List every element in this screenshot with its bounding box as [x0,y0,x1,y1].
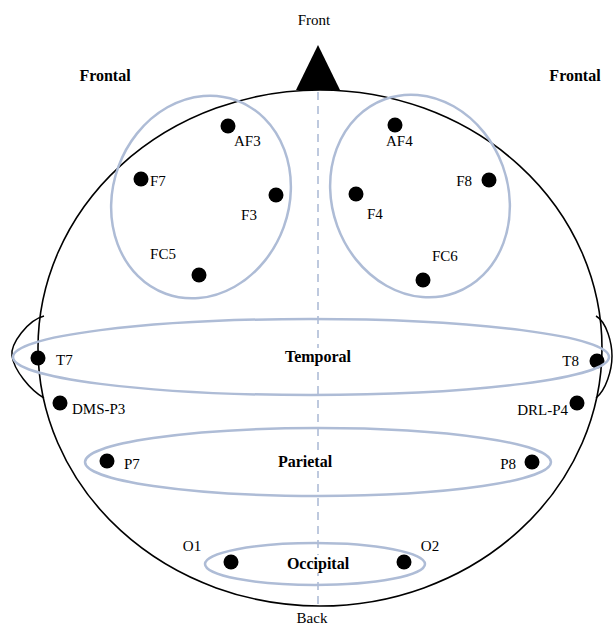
electrode-label: T8 [562,353,579,370]
region-name: Temporal [283,348,353,366]
region-name: Occipital [285,555,351,573]
electrode-dot [53,396,68,411]
electrode-label: O1 [183,538,201,555]
electrode-dot [31,351,46,366]
electrode-label: AF4 [386,133,413,150]
electrode-label: FC6 [432,248,458,265]
electrode-dot [100,454,115,469]
region-name: Frontal [547,67,602,85]
head-outline [38,90,602,606]
region-ellipse [85,428,551,496]
region-outline [113,94,289,300]
electrode-dot [482,173,497,188]
brain-region: T7 Temporal T8 [13,319,609,395]
electrode-dot [134,172,149,187]
electrode-label: AF3 [234,133,261,150]
electrode-dot [388,118,403,133]
region-ellipse [13,319,609,395]
electrode-label: F4 [367,206,383,223]
region-name: Parietal [276,453,334,471]
electrode-dot [224,555,239,570]
electrode-dot [397,555,412,570]
electrode-dot [525,455,540,470]
region-name: Frontal [77,67,132,85]
electrode-label: P8 [500,456,516,473]
direction-label: Back [297,610,328,627]
region-ellipse [302,69,538,323]
electrode-label: F8 [456,173,472,190]
brain-region: FrontalAF4F8F4FC6 [332,93,508,299]
brain-region: FrontalAF3F7F3FC5 [113,94,289,300]
electrode-dot [192,268,207,283]
brain-region: P7 Parietal P8 [85,428,551,496]
nose-triangle [296,45,340,90]
region-outline [332,93,508,299]
electrode-label: P7 [124,456,140,473]
electrode-label: F7 [150,173,166,190]
brain-region: O1OccipitalO2 [205,543,425,585]
electrode-dot [416,273,431,288]
region-ellipse [83,70,319,324]
electrode-dot [349,187,364,202]
electrode-label: F3 [241,207,257,224]
electrode-label: DRL-P4 [517,402,568,419]
electrode-label: DMS-P3 [72,401,125,418]
electrode-label: FC5 [150,246,176,263]
electrode-label: T7 [56,352,73,369]
direction-label: Front [298,12,331,29]
electrode-dot [570,396,585,411]
electrode-dot [221,119,236,134]
electrode-label: O2 [421,538,439,555]
region-ellipse [205,543,425,585]
electrode-dot [269,188,284,203]
electrode-dots [31,118,605,570]
